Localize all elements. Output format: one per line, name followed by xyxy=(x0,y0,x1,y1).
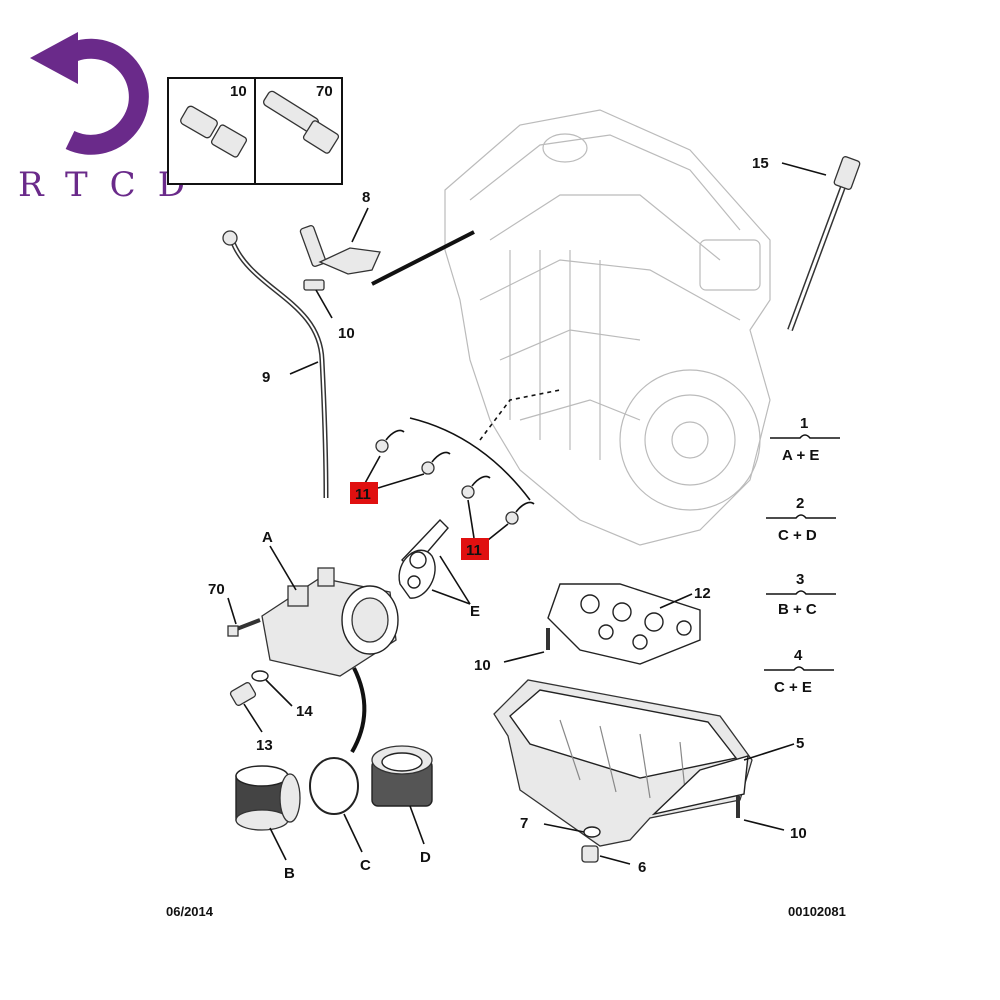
leader-7 xyxy=(543,823,585,833)
leader-70 xyxy=(227,597,237,625)
kit-3-divider xyxy=(766,590,836,595)
kit-2-divider xyxy=(766,514,836,519)
filter-cap xyxy=(371,745,433,807)
leader-8 xyxy=(351,207,369,243)
leader-14 xyxy=(265,679,293,707)
kit-1-contents: A + E xyxy=(782,447,819,464)
callout-d: D xyxy=(420,849,431,866)
callout-9: 9 xyxy=(262,369,270,386)
callout-10a: 10 xyxy=(338,325,355,342)
leader-11b-2 xyxy=(487,523,509,541)
footer-ref: 00102081 xyxy=(788,904,846,919)
leader-10a xyxy=(315,289,333,319)
leader-e-2 xyxy=(431,589,471,605)
dipstick xyxy=(222,230,329,499)
callout-11b: 11 xyxy=(466,542,482,559)
inset-label-right: 70 xyxy=(316,83,333,100)
piston-jet-1 xyxy=(375,429,405,453)
kit-4: 4 C + E xyxy=(764,647,834,696)
leader-11a-1 xyxy=(363,455,381,486)
callout-12: 12 xyxy=(694,585,711,602)
pressure-switch xyxy=(229,670,269,706)
pan-baffle xyxy=(547,583,701,665)
leader-d xyxy=(409,805,425,845)
bolt-10-icon xyxy=(180,105,248,158)
tube-bracket xyxy=(299,225,381,291)
brand-logo: RTCD xyxy=(18,32,207,205)
refresh-arrow-icon xyxy=(53,38,149,155)
leader-12 xyxy=(659,593,693,609)
callout-70: 70 xyxy=(208,581,225,598)
oil-filter-housing xyxy=(261,567,399,677)
brand-text: RTCD xyxy=(18,165,207,205)
leader-e-1 xyxy=(439,555,471,605)
kit-3: 3 B + C xyxy=(766,571,836,618)
footer-date: 06/2014 xyxy=(166,904,214,919)
jets-to-engine-line xyxy=(479,389,561,441)
leader-15 xyxy=(781,162,827,176)
kit-1-number: 1 xyxy=(800,415,808,432)
callout-11b-box xyxy=(461,538,489,560)
kit-3-contents: B + C xyxy=(778,601,817,618)
callout-a: A xyxy=(262,529,273,546)
callout-13: 13 xyxy=(256,737,273,754)
leader-5 xyxy=(743,743,795,761)
piston-jet-4 xyxy=(505,501,535,525)
callout-7: 7 xyxy=(520,815,528,832)
oil-level-sensor xyxy=(787,156,861,332)
kit-legend: 1 A + E 2 C + D 3 B + C 4 C + E xyxy=(764,415,840,696)
engine-block xyxy=(444,109,771,546)
kit-1-divider xyxy=(770,434,840,439)
leader-11b-1 xyxy=(467,499,475,539)
bolt-70-icon xyxy=(263,90,340,154)
bolt-70 xyxy=(227,618,261,637)
o-ring xyxy=(309,757,359,815)
leader-10c xyxy=(743,819,785,831)
callout-14: 14 xyxy=(296,703,313,720)
callout-8: 8 xyxy=(362,189,370,206)
filter-element xyxy=(235,765,301,831)
kit-1: 1 A + E xyxy=(770,415,840,464)
leader-11a-2 xyxy=(377,473,425,489)
callout-e: E xyxy=(470,603,480,620)
kit-2-contents: C + D xyxy=(778,527,817,544)
bolt-inset: 10 70 xyxy=(167,77,343,185)
leader-6 xyxy=(599,855,631,865)
leader-9 xyxy=(289,361,319,375)
leader-a xyxy=(269,545,297,591)
jets-arc xyxy=(409,417,531,501)
piston-jet-2 xyxy=(421,451,451,475)
kit-2: 2 C + D xyxy=(766,495,836,544)
callout-6: 6 xyxy=(638,859,646,876)
kit-3-number: 3 xyxy=(796,571,804,588)
callout-b: B xyxy=(284,865,295,882)
housing-to-filter-line xyxy=(350,667,367,754)
callout-11a: 11 xyxy=(355,486,371,503)
leader-c xyxy=(343,813,363,853)
callout-10c: 10 xyxy=(790,825,807,842)
bracket-to-engine-line xyxy=(371,230,475,286)
kit-2-number: 2 xyxy=(796,495,804,512)
gasket-e xyxy=(398,518,449,599)
piston-jet-3 xyxy=(461,475,491,499)
kit-4-contents: C + E xyxy=(774,679,812,696)
oil-pan xyxy=(493,679,753,847)
callout-5: 5 xyxy=(796,735,804,752)
drain-plug xyxy=(581,845,599,863)
leader-13 xyxy=(243,703,263,733)
callout-10b: 10 xyxy=(474,657,491,674)
drain-washer xyxy=(583,826,601,838)
kit-4-number: 4 xyxy=(794,647,803,664)
callout-c: C xyxy=(360,857,371,874)
callout-15: 15 xyxy=(752,155,769,172)
leader-10b xyxy=(503,651,545,663)
inset-label-left: 10 xyxy=(230,83,247,100)
callout-11a-box xyxy=(350,482,378,504)
kit-4-divider xyxy=(764,666,834,671)
arrowhead-icon xyxy=(30,32,78,84)
leader-b xyxy=(269,827,287,861)
